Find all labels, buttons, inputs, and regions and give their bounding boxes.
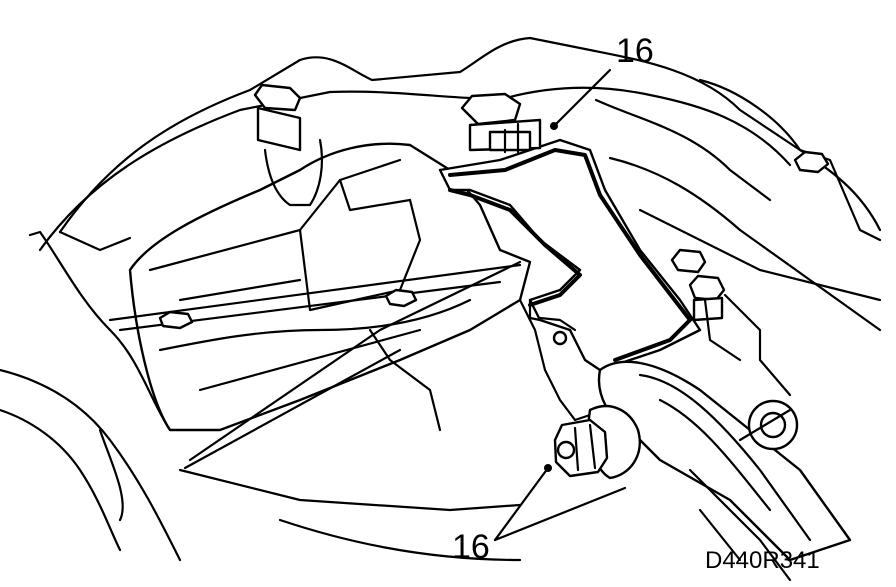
leader-line-upper xyxy=(553,68,612,127)
lower-nut xyxy=(553,404,641,480)
callout-label-upper: 16 xyxy=(616,32,654,70)
frame-structure xyxy=(0,36,882,562)
bracket-16 xyxy=(438,138,702,422)
callout-label-lower: 16 xyxy=(452,528,490,566)
right-bolts xyxy=(670,248,792,397)
figure-reference-code: D440R341 xyxy=(705,547,820,574)
bracket-hole xyxy=(552,330,568,346)
leader-dot-upper xyxy=(550,122,558,130)
leader-dot-lower xyxy=(544,464,552,472)
leader-line-lower-1 xyxy=(493,466,550,542)
lower-arm xyxy=(597,360,852,582)
block-bolts xyxy=(158,150,830,330)
engine-mount-block xyxy=(108,142,532,470)
mount-stud xyxy=(253,83,324,207)
callout-leaders xyxy=(493,68,627,542)
upper-nut xyxy=(460,92,542,154)
leader-line-lower-2 xyxy=(493,486,627,542)
